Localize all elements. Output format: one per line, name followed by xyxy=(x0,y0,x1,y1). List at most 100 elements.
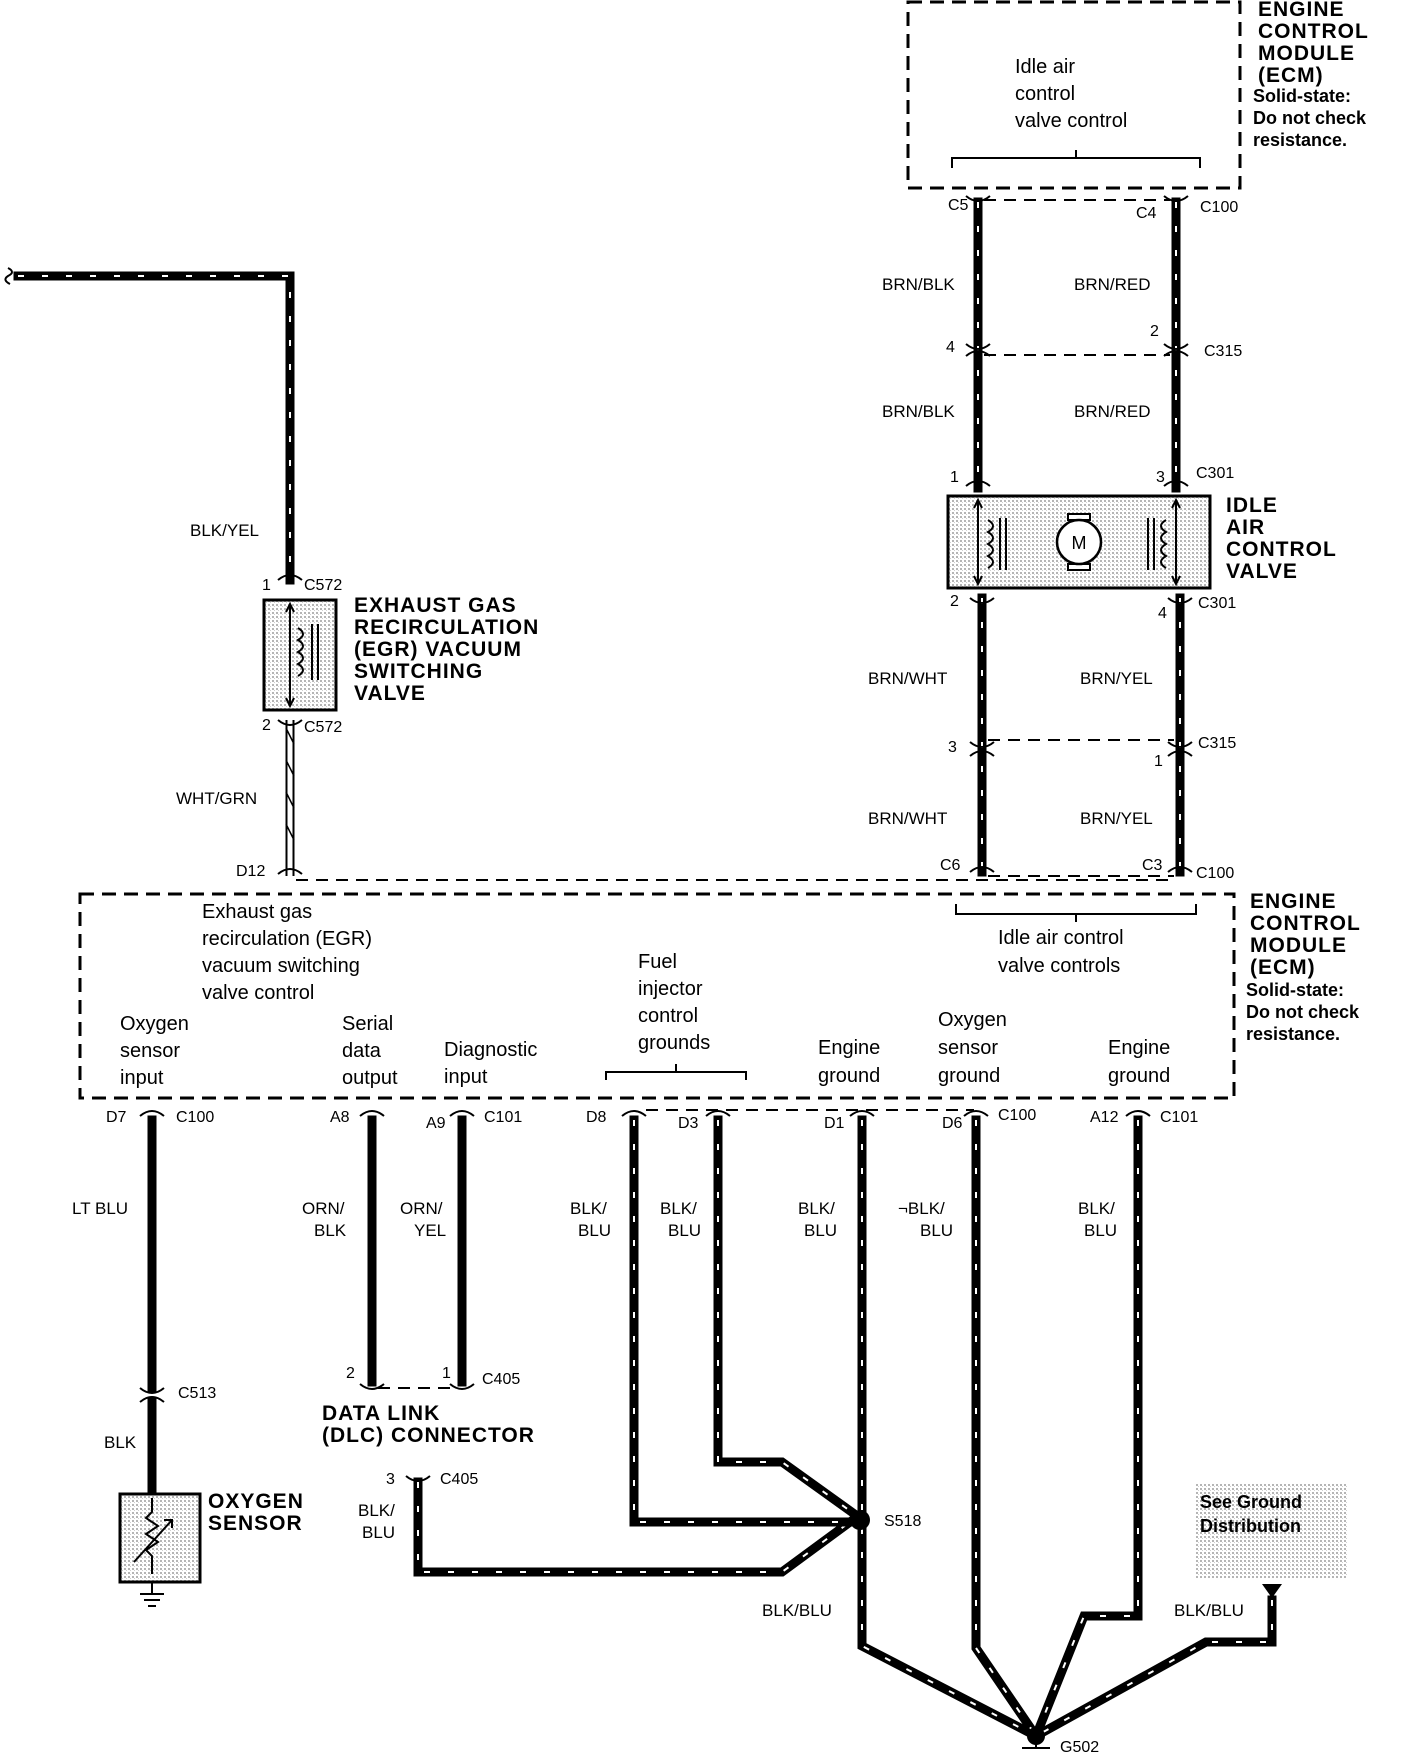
wire-label-blk-blu-s518: BLK/BLU xyxy=(762,1601,832,1620)
pin-c3: C3 xyxy=(1142,857,1163,874)
wire-label-brn-red-2: BRN/RED xyxy=(1074,402,1151,421)
connector-c301-bottom: C301 xyxy=(1198,595,1236,612)
svg-text:ground: ground xyxy=(1108,1065,1170,1087)
svg-text:VALVE: VALVE xyxy=(1226,560,1298,583)
pin-a9: A9 xyxy=(426,1115,446,1132)
svg-text:Engine: Engine xyxy=(1108,1037,1170,1059)
wire-label-blk-blu-d8-line2: BLU xyxy=(578,1221,611,1240)
connector-c405-top: C405 xyxy=(482,1371,520,1388)
pin-d1: D1 xyxy=(824,1115,845,1132)
ecm-top-box xyxy=(906,0,1242,190)
svg-text:CONTROL: CONTROL xyxy=(1258,20,1369,43)
egr-feed-wire xyxy=(4,267,303,585)
wire-label-blk: BLK xyxy=(104,1433,137,1452)
svg-text:control: control xyxy=(1015,83,1075,105)
iac-lower-connector-marks xyxy=(969,597,1193,873)
ecm-bottom-box xyxy=(78,892,1236,1100)
svg-text:vacuum switching: vacuum switching xyxy=(202,955,360,977)
svg-text:M: M xyxy=(1072,533,1087,553)
engine-ground-wire-a12 xyxy=(1030,1110,1151,1742)
pin-c4: C4 xyxy=(1136,205,1157,222)
pin-2-c572: 2 xyxy=(262,717,271,734)
egr-output-wire xyxy=(277,719,303,876)
egr-valve-internals xyxy=(285,601,319,709)
connector-c513: C513 xyxy=(178,1385,216,1402)
splice-s518 xyxy=(850,1510,870,1530)
svg-text:MODULE: MODULE xyxy=(1250,934,1347,957)
dlc-label: DATA LINK (DLC) CONNECTOR xyxy=(322,1402,535,1447)
iac-valve-internals xyxy=(973,497,1181,587)
engine-ground-wire-d1 xyxy=(849,1110,1043,1743)
svg-text:Idle air: Idle air xyxy=(1015,56,1075,78)
pin-1-c572: 1 xyxy=(262,577,271,594)
svg-text:data: data xyxy=(342,1040,382,1062)
wire-label-brn-yel-1: BRN/YEL xyxy=(1080,669,1153,688)
iac-valve-label: IDLE AIR CONTROL VALVE xyxy=(1226,494,1337,583)
wire-label-orn-blk-line1: ORN/ xyxy=(302,1199,345,1218)
svg-text:OXYGEN: OXYGEN xyxy=(208,1490,304,1513)
svg-text:Serial: Serial xyxy=(342,1013,393,1035)
connector-c100-mid: C100 xyxy=(1196,865,1234,882)
svg-text:(DLC) CONNECTOR: (DLC) CONNECTOR xyxy=(322,1424,535,1447)
ecm-bottom-engine-ground-1: Engine ground xyxy=(818,1037,880,1087)
wire-label-brn-red-1: BRN/RED xyxy=(1074,275,1151,294)
svg-text:Oxygen: Oxygen xyxy=(938,1009,1007,1031)
pin-d3: D3 xyxy=(678,1115,699,1132)
wire-label-blk-blu-d1-line2: BLU xyxy=(804,1221,837,1240)
svg-text:Exhaust gas: Exhaust gas xyxy=(202,901,312,923)
ecm-bottom-oxygen-input: Oxygen sensor input xyxy=(120,1013,189,1089)
pin-d7: D7 xyxy=(106,1109,127,1126)
svg-text:resistance.: resistance. xyxy=(1246,1024,1340,1044)
svg-text:resistance.: resistance. xyxy=(1253,130,1347,150)
dlc-diagnostic-wire xyxy=(378,1110,475,1390)
wire-label-blk-yel: BLK/YEL xyxy=(190,521,259,540)
pin-d6: D6 xyxy=(942,1115,963,1132)
wire-label-orn-yel-line2: YEL xyxy=(414,1221,446,1240)
svg-text:CONTROL: CONTROL xyxy=(1226,538,1337,561)
pin-a12: A12 xyxy=(1090,1109,1119,1126)
wire-label-brn-blk-1: BRN/BLK xyxy=(882,275,955,294)
wire-label-blk-blu-dlc-line1: BLK/ xyxy=(358,1501,395,1520)
egr-valve-box xyxy=(262,598,338,712)
svg-text:Idle air control: Idle air control xyxy=(998,927,1124,949)
pin-d8: D8 xyxy=(586,1109,607,1126)
svg-text:ground: ground xyxy=(818,1065,880,1087)
iac-motor-icon: M xyxy=(1055,513,1103,571)
ecm-top-function-text: Idle air control valve control xyxy=(1015,56,1127,132)
connector-c315-bottom: C315 xyxy=(1198,735,1236,752)
svg-text:Do not check: Do not check xyxy=(1246,1002,1360,1022)
dlc-ground-wire xyxy=(405,1475,857,1577)
svg-text:input: input xyxy=(120,1067,164,1089)
svg-text:Solid-state:: Solid-state: xyxy=(1246,980,1344,1000)
injector-ground-wire-d8 xyxy=(621,1110,863,1527)
pin-4-c315: 4 xyxy=(946,339,955,356)
wire-label-brn-wht-2: BRN/WHT xyxy=(868,809,947,828)
pin-3-c301: 3 xyxy=(1156,469,1165,486)
svg-text:Solid-state:: Solid-state: xyxy=(1253,86,1351,106)
wire-label-blk-blu-a12-line1: BLK/ xyxy=(1078,1199,1115,1218)
ecm-bottom-injector-grounds: Fuel injector control grounds xyxy=(605,951,747,1080)
wire-label-blk-blu-d6-line1: ¬BLK/ xyxy=(898,1199,945,1218)
connector-c101-a9: C101 xyxy=(484,1109,522,1126)
svg-text:SWITCHING: SWITCHING xyxy=(354,660,483,683)
wire-label-brn-blk-2: BRN/BLK xyxy=(882,402,955,421)
svg-text:Diagnostic: Diagnostic xyxy=(444,1039,537,1061)
svg-text:sensor: sensor xyxy=(938,1037,998,1059)
svg-text:EXHAUST GAS: EXHAUST GAS xyxy=(354,594,517,617)
oxygen-signal-wire xyxy=(139,1110,165,1499)
pin-1-c405: 1 xyxy=(442,1365,451,1382)
wire-label-blk-blu-d1-line1: BLK/ xyxy=(798,1199,835,1218)
svg-text:VALVE: VALVE xyxy=(354,682,426,705)
svg-text:injector: injector xyxy=(638,978,703,1000)
ecm-bottom-diagnostic-input: Diagnostic input xyxy=(444,1039,537,1088)
pin-2-c315: 2 xyxy=(1150,323,1159,340)
wire-label-orn-blk-line2: BLK xyxy=(314,1221,347,1240)
ground-distribution-label: See Ground Distribution xyxy=(1200,1492,1302,1536)
svg-text:valve control: valve control xyxy=(1015,110,1127,132)
ecm-bottom-oxygen-ground: Oxygen sensor ground xyxy=(938,1009,1007,1087)
ground-distribution-box xyxy=(1196,1484,1348,1578)
egr-valve-label: EXHAUST GAS RECIRCULATION (EGR) VACUUM S… xyxy=(354,594,538,705)
svg-text:ENGINE: ENGINE xyxy=(1250,890,1337,913)
wire-label-orn-yel-line1: ORN/ xyxy=(400,1199,443,1218)
svg-text:MODULE: MODULE xyxy=(1258,42,1355,65)
